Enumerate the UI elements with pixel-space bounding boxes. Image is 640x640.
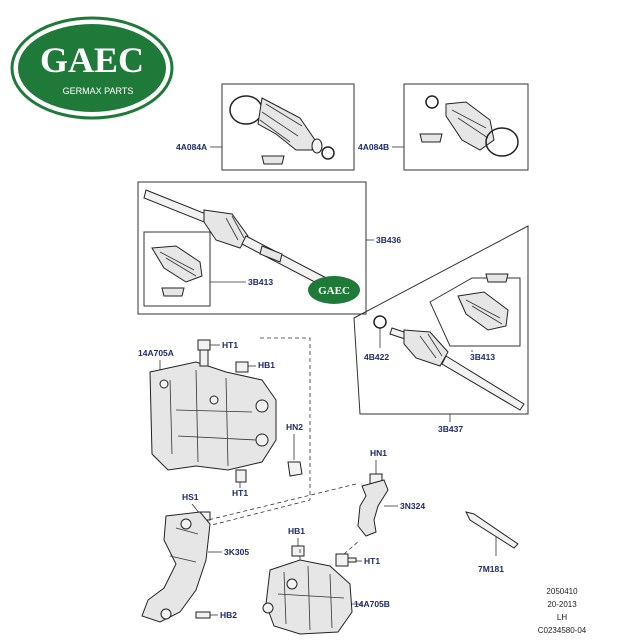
label-14a705b: 14A705B bbox=[354, 599, 390, 609]
inner-joint-icon bbox=[203, 209, 249, 249]
label-hb1-b: HB1 bbox=[288, 526, 305, 536]
heat-shield-group: HN1 3N324 bbox=[207, 448, 425, 537]
label-hs1: HS1 bbox=[182, 492, 199, 502]
meta-line-2: 20-2013 bbox=[547, 600, 577, 609]
label-hb1-a: HB1 bbox=[258, 360, 275, 370]
boot-clamp-small-icon bbox=[321, 146, 335, 160]
label-ht1-a: HT1 bbox=[222, 340, 238, 350]
label-ht1-c: HT1 bbox=[364, 556, 380, 566]
label-hb2: HB2 bbox=[220, 610, 237, 620]
label-3b437: 3B437 bbox=[438, 424, 463, 434]
label-14a705a: 14A705A bbox=[138, 348, 174, 358]
boot-kit-a-group: 4A084A bbox=[176, 83, 355, 171]
label-7m181: 7M181 bbox=[478, 564, 504, 574]
brand-logo: GAEC GERMAX PARTS bbox=[10, 16, 174, 120]
bolt-icon bbox=[291, 545, 305, 557]
cable-tie-icon bbox=[465, 511, 519, 549]
outer-joint-icon bbox=[457, 291, 509, 331]
inner-joint-icon bbox=[403, 329, 449, 367]
meta-line-3: LH bbox=[557, 613, 567, 622]
bracket-a-group: 14A705A HT1 HB1 HT1 HN2 bbox=[138, 337, 311, 529]
grease-pack-icon bbox=[419, 133, 443, 143]
label-3b413-right: 3B413 bbox=[470, 352, 495, 362]
snap-ring-icon bbox=[373, 315, 387, 329]
halfshaft-right-group: 3B436 3B413 GAEC bbox=[137, 181, 401, 315]
label-4b422: 4B422 bbox=[364, 352, 389, 362]
bracket-b-group: HB1 HT1 14A705B bbox=[262, 526, 390, 635]
grease-pack-icon bbox=[161, 287, 185, 297]
outer-joint-icon bbox=[151, 245, 203, 283]
label-hn1: HN1 bbox=[370, 448, 387, 458]
brand-name: GERMAX PARTS bbox=[63, 86, 134, 96]
cable-tie-group: 7M181 bbox=[465, 511, 519, 574]
boot-clamp-large-icon bbox=[485, 127, 519, 157]
label-3b413-top: 3B413 bbox=[248, 277, 273, 287]
meta-line-4: C0234580-04 bbox=[538, 626, 587, 635]
support-group: HS1 3K305 HB2 bbox=[141, 492, 249, 623]
boot-kit-b-group: 4A084B bbox=[358, 83, 529, 171]
logo-text: GAEC bbox=[40, 40, 144, 80]
boot-clamp-small-icon bbox=[425, 95, 439, 109]
engine-bracket-icon bbox=[149, 361, 277, 471]
label-4a084b: 4A084B bbox=[358, 142, 389, 152]
bolt-icon bbox=[335, 553, 357, 567]
bolt-icon bbox=[235, 469, 247, 483]
bolt-icon bbox=[195, 611, 211, 619]
bolt-icon bbox=[197, 339, 211, 367]
diagram-meta: 2050410 20-2013 LH C0234580-04 bbox=[538, 587, 587, 635]
label-3k305: 3K305 bbox=[224, 547, 249, 557]
halfshaft-left-group: 3B413 4B422 3B437 bbox=[353, 225, 529, 434]
grease-pack-icon bbox=[261, 155, 285, 165]
label-3b436: 3B436 bbox=[376, 235, 401, 245]
boot-clamp-large-icon bbox=[229, 95, 263, 125]
label-4a084a: 4A084A bbox=[176, 142, 207, 152]
label-ht1-b: HT1 bbox=[232, 488, 248, 498]
shaft-spline-icon bbox=[143, 189, 207, 223]
nut-icon bbox=[287, 461, 303, 477]
label-hn2: HN2 bbox=[286, 422, 303, 432]
meta-line-1: 2050410 bbox=[546, 587, 578, 596]
grease-pack-icon bbox=[485, 273, 509, 283]
label-3n324: 3N324 bbox=[400, 501, 425, 511]
axle-shaft-icon bbox=[441, 355, 525, 411]
engine-support-icon bbox=[141, 511, 211, 623]
bolt-icon bbox=[235, 361, 249, 373]
cv-boot-icon bbox=[257, 97, 316, 151]
heat-shield-icon bbox=[357, 479, 389, 537]
watermark-logo: GAEC bbox=[318, 285, 350, 297]
